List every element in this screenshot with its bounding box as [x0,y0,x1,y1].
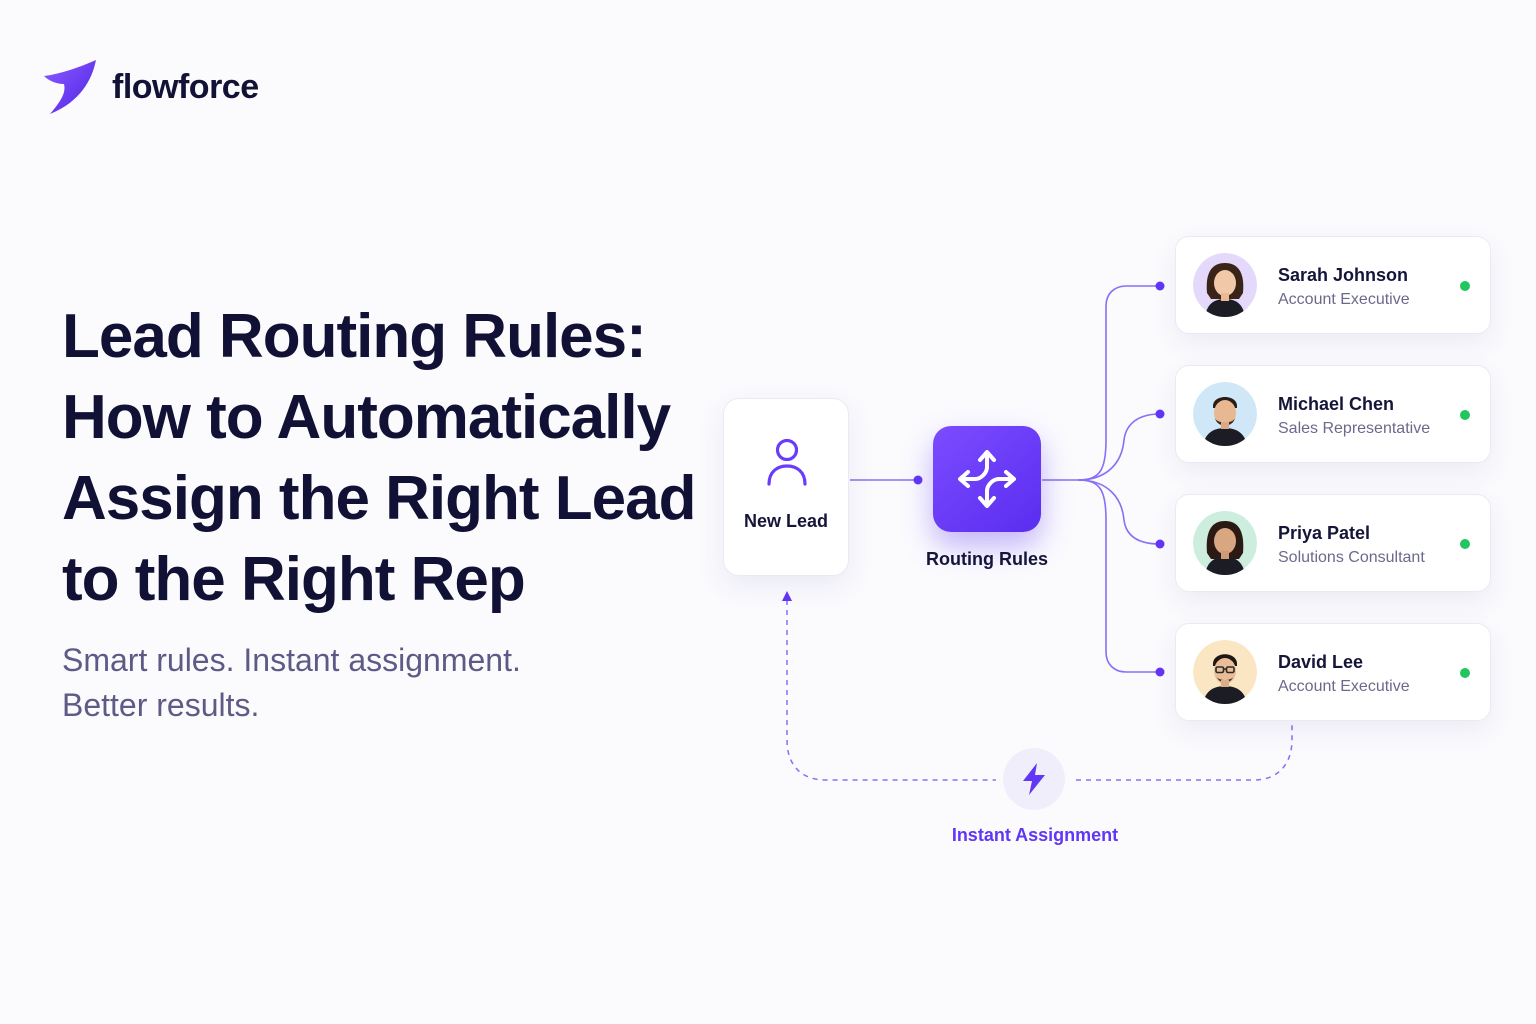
rep-name: Sarah Johnson [1278,265,1409,285]
rep-card: Michael Chen Sales Representative [1175,365,1491,463]
branch-line-3 [1077,479,1161,545]
online-status-dot [1460,668,1470,678]
rep-role: Account Executive [1278,291,1410,308]
title-line: Assign the Right Lead [62,464,696,533]
flowforce-logo-icon [44,60,96,114]
title-line: How to Automatically [62,383,671,452]
rep-name: David Lee [1278,652,1364,672]
rep-role: Account Executive [1278,678,1410,695]
connector-dot [1155,409,1165,419]
instant-assignment-label: Instant Assignment [951,825,1119,845]
connector-dot [1155,539,1165,549]
avatar [1193,511,1257,575]
rep-role: Sales Representative [1278,420,1431,437]
branch-line-4 [1077,479,1160,673]
subtitle-line: Smart rules. Instant assignment. [62,642,521,678]
routing-rules-label: Routing Rules [926,549,1048,569]
rep-card: Sarah Johnson Account Executive [1175,236,1491,334]
subtitle-line: Better results. [62,687,260,723]
connector-dot [1155,667,1165,677]
subtitle: Smart rules. Instant assignment. Better … [62,638,622,728]
online-status-dot [1460,410,1470,420]
user-icon [767,438,807,486]
avatar [1193,640,1257,704]
routing-rules-node [933,426,1041,532]
avatar [1193,382,1257,446]
rep-name: Priya Patel [1278,523,1371,543]
online-status-dot [1460,281,1470,291]
feedback-dashed-left [786,600,996,781]
connector-dot [913,475,923,485]
page-title: Lead Routing Rules: How to Automatically… [62,296,702,620]
rep-name: Michael Chen [1278,394,1395,414]
arrows-split-icon [958,450,1016,508]
branch-line-2 [1077,413,1161,481]
new-lead-label: New Lead [743,511,829,531]
arrow-up-icon [782,591,792,601]
avatar [1193,253,1257,317]
title-line: to the Right Rep [62,545,526,614]
instant-assignment-node [1003,748,1065,810]
branch-line-1 [1077,285,1160,481]
brand-name: flowforce [112,67,259,106]
rep-card: David Lee Account Executive [1175,623,1491,721]
connector-dot [1155,281,1165,291]
feedback-dashed-right [1076,722,1293,781]
rep-role: Solutions Consultant [1278,549,1425,566]
online-status-dot [1460,539,1470,549]
title-line: Lead Routing Rules: [62,302,647,371]
brand-logo: flowforce [40,58,259,116]
new-lead-node: New Lead [723,398,849,576]
lightning-icon [1023,763,1045,795]
rep-card: Priya Patel Solutions Consultant [1175,494,1491,592]
